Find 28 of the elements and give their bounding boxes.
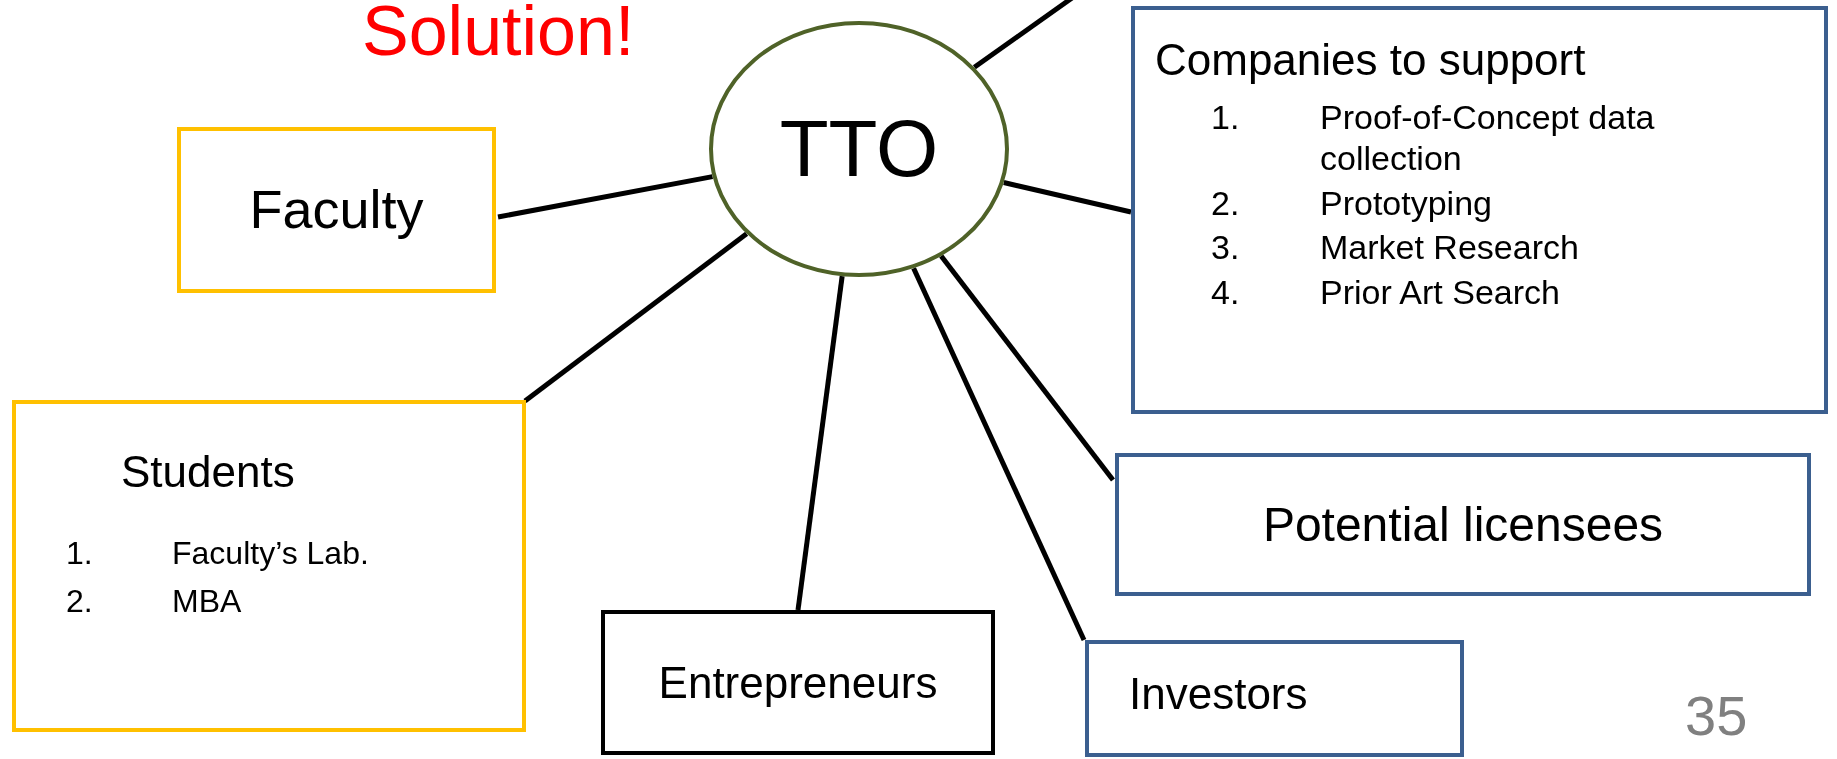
heading-text: Solution! bbox=[362, 0, 635, 66]
connector-line bbox=[972, 0, 1074, 70]
node-title: TTO bbox=[779, 109, 939, 189]
licensees-box bbox=[1115, 453, 1811, 596]
page-number: 35 bbox=[1685, 688, 1748, 744]
connector-line bbox=[1003, 180, 1132, 215]
node-title: Entrepreneurs bbox=[658, 657, 938, 709]
connector-line bbox=[939, 254, 1115, 482]
node-title: Companies to support bbox=[1155, 34, 1586, 86]
entrepreneurs-box bbox=[601, 610, 995, 755]
node-title: Potential licensees bbox=[1262, 496, 1664, 553]
connector-line bbox=[911, 267, 1087, 642]
connector-line bbox=[795, 275, 845, 611]
companies-box bbox=[1131, 6, 1828, 414]
node-title: Faculty bbox=[249, 178, 424, 242]
list-item: 4. Prior Art Search bbox=[1211, 272, 1561, 313]
list-item: 1. Faculty’s Lab. bbox=[66, 534, 370, 573]
list-item: 2. Prototyping bbox=[1211, 182, 1493, 224]
node-title: Students bbox=[121, 446, 295, 498]
students-box bbox=[12, 400, 526, 732]
list-item: 2. MBA bbox=[66, 582, 243, 621]
connector-line bbox=[497, 174, 713, 220]
list-item: 1. Proof-of-Concept data collection bbox=[1211, 97, 1656, 179]
node-title: Investors bbox=[1129, 668, 1308, 720]
connector-line bbox=[523, 231, 749, 403]
investors-box bbox=[1085, 640, 1464, 757]
faculty-box bbox=[177, 127, 496, 293]
list-item: 3. Market Research bbox=[1211, 227, 1580, 269]
